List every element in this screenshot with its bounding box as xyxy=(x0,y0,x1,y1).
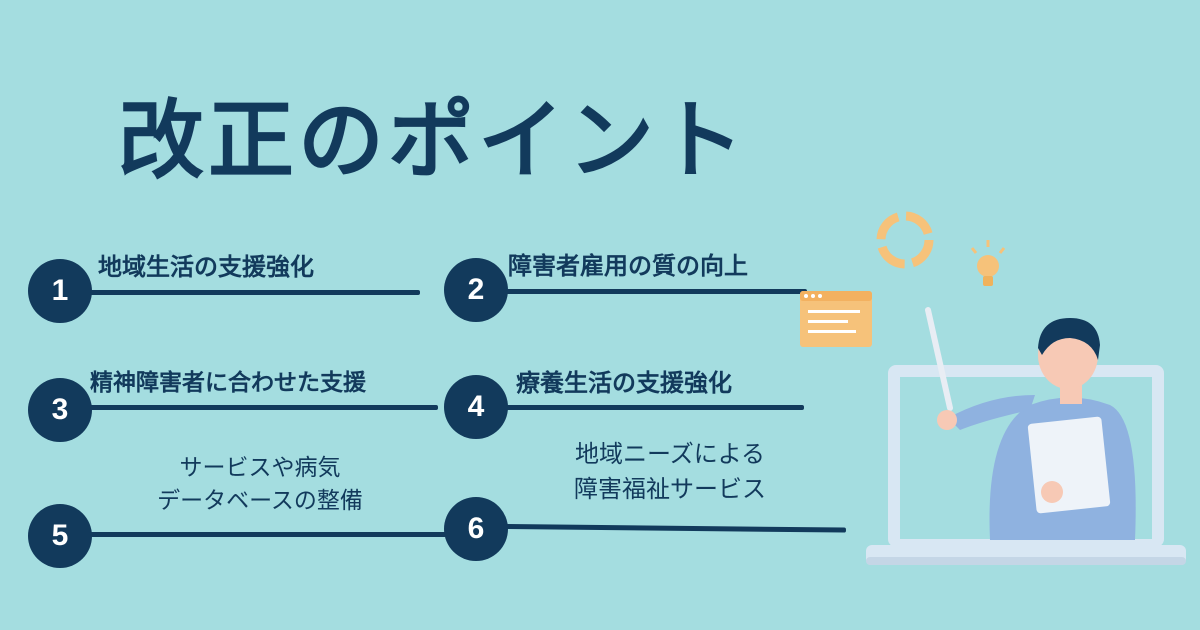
point-label-1: 地域生活の支援強化 xyxy=(98,253,314,281)
point-badge-3: 3 xyxy=(28,378,92,442)
point-badge-2: 2 xyxy=(444,258,508,322)
teacher-with-pointer-illustration xyxy=(925,307,1136,540)
point-badge-6: 6 xyxy=(444,497,508,561)
browser-window-icon xyxy=(800,291,872,347)
donut-chart-icon xyxy=(876,211,934,269)
point-label-3: 精神障害者に合わせた支援 xyxy=(90,370,366,396)
point-label-5-line-1: サービスや病気 xyxy=(179,455,341,481)
point-underline-4 xyxy=(504,405,804,410)
point-badge-5: 5 xyxy=(28,504,92,568)
point-underline-6 xyxy=(503,524,847,533)
laptop-illustration xyxy=(866,365,1186,565)
point-badge-1: 1 xyxy=(28,259,92,323)
point-label-4: 療養生活の支援強化 xyxy=(516,369,732,397)
point-label-2: 障害者雇用の質の向上 xyxy=(508,252,748,280)
point-label-6-line-1: 地域ニーズによる xyxy=(574,440,766,468)
point-badge-4: 4 xyxy=(444,375,508,439)
point-label-6-line-2: 障害福祉サービス xyxy=(574,474,766,503)
point-label-6: 地域ニーズによる 障害福祉サービス xyxy=(530,437,810,507)
point-underline-1 xyxy=(88,290,420,295)
page-title: 改正のポイント xyxy=(118,91,748,191)
point-label-5: サービスや病気 データベースの整備 xyxy=(120,452,400,519)
light-bulb-icon xyxy=(970,240,1006,286)
point-underline-2 xyxy=(504,289,807,294)
point-underline-3 xyxy=(88,405,438,410)
point-label-5-line-2: データベースの整備 xyxy=(157,488,363,515)
point-underline-5 xyxy=(88,532,448,537)
